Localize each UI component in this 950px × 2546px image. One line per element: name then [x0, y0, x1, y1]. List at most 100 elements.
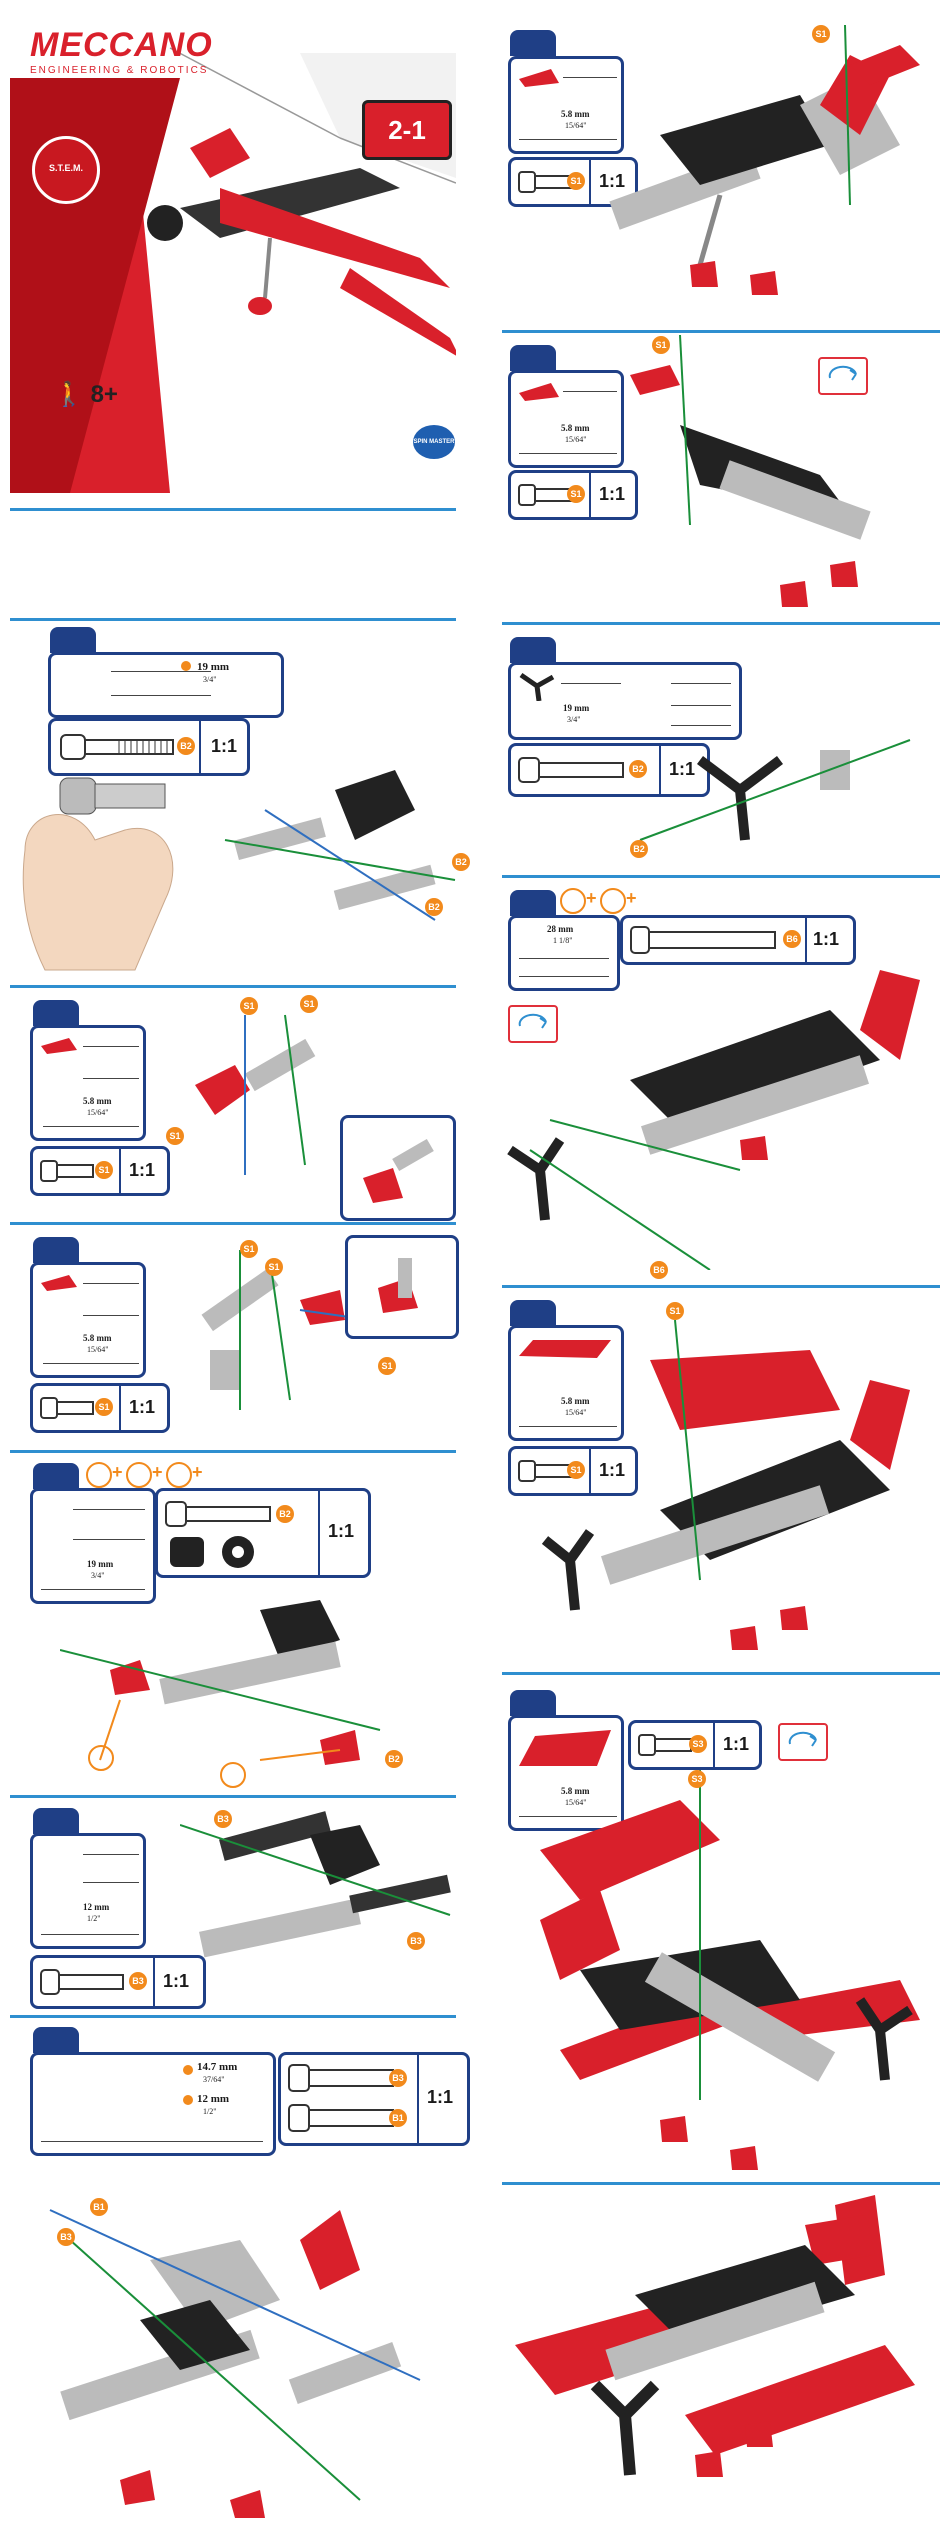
red-bracket-part — [519, 69, 559, 87]
stem-label: S.T.E.M. — [48, 163, 83, 173]
publisher-label: SPIN MASTER — [413, 439, 455, 445]
assembly-diagram — [639, 739, 911, 841]
red-wing-part — [519, 1730, 611, 1766]
scale-ratio: 1:1 — [599, 484, 626, 504]
part-badge — [183, 2095, 193, 2105]
parts-panel: 5.8 mm 15/64" — [30, 1025, 146, 1141]
step-tab — [33, 1237, 79, 1263]
divider — [502, 622, 940, 625]
model-logo: 2-in-12-1 — [362, 100, 452, 160]
measure-19: 19 mm — [563, 703, 590, 713]
quantity-circle — [560, 888, 586, 914]
measure-58-frac: 15/64" — [565, 1408, 587, 1417]
age-badge: 🚶 8+ — [54, 380, 118, 409]
step-tab — [33, 1000, 79, 1026]
parts-panel: 19 mm 3/4" — [48, 652, 284, 718]
scale-ratio: 1:1 — [427, 2087, 454, 2107]
cover-section: MECCANO ENGINEERING & ROBOTICS S.T.E.M. … — [10, 8, 456, 493]
detail-illustration — [363, 1138, 434, 1203]
divider — [10, 1795, 456, 1798]
bolt-icon — [165, 1501, 271, 1527]
measure-14-7: 14.7 mm — [197, 2061, 238, 2073]
scale-panel: B3 1:1 — [30, 1955, 206, 2009]
s1-badge: S1 — [240, 1240, 258, 1258]
age-label: 8+ — [90, 381, 118, 408]
divider — [502, 875, 940, 878]
measure-19-frac: 3/4" — [91, 1571, 105, 1580]
divider — [10, 508, 456, 511]
s1-badge: S1 — [567, 1461, 585, 1479]
b6-badge: B6 — [783, 930, 801, 948]
person-icon: 🚶 — [54, 381, 84, 408]
red-bracket-part — [41, 1275, 77, 1291]
divider — [502, 1672, 940, 1675]
bolt-icon — [40, 1969, 124, 1995]
measure-19-frac: 3/4" — [203, 675, 217, 684]
step-tab — [33, 1808, 79, 1834]
quantity-circle — [86, 1462, 112, 1488]
detail-illustration — [378, 1258, 418, 1313]
measure-12-frac: 1/2" — [87, 1914, 101, 1923]
b3-badge: B3 — [129, 1972, 147, 1990]
scale-ratio: 1:1 — [723, 1734, 750, 1754]
divider — [502, 1285, 940, 1288]
brand-name: MECCANO — [30, 26, 213, 64]
b6-badge: B6 — [650, 1261, 668, 1279]
rotate-model-icon — [508, 1005, 558, 1043]
assembly-diagram — [224, 770, 456, 921]
scale-ratio: 1:1 — [328, 1521, 355, 1541]
divider — [10, 1222, 456, 1225]
brand-tagline: ENGINEERING & ROBOTICS — [30, 65, 209, 76]
scale-panel: B2 1:1 — [508, 743, 710, 797]
measure-58-frac: 15/64" — [87, 1108, 109, 1117]
plus-sign: + — [192, 1462, 203, 1482]
b2-badge: B2 — [276, 1505, 294, 1523]
assembly-diagram — [630, 335, 871, 607]
b1-badge: B1 — [90, 2198, 108, 2216]
quantity-circle — [126, 1462, 152, 1488]
measure-19: 19 mm — [197, 661, 230, 673]
final-model-illustration — [515, 2195, 915, 2477]
bolt-icon — [288, 2064, 394, 2092]
scale-ratio: 1:1 — [599, 171, 626, 191]
cover-art — [10, 47, 456, 493]
parts-panel: 5.8 mm 15/64" — [30, 1262, 146, 1378]
parts-panel: 19 mm 3/4" — [30, 1488, 156, 1604]
plus-sign: + — [586, 888, 597, 908]
quantity-circle — [600, 888, 626, 914]
b3-badge: B3 — [57, 2228, 75, 2246]
bolt-icon — [288, 2104, 394, 2132]
step-tab — [510, 30, 556, 56]
rotate-model-icon — [818, 357, 868, 395]
scale-panel: S3 1:1 — [628, 1720, 762, 1770]
b2-badge: B2 — [385, 1750, 403, 1768]
scale-ratio: 1:1 — [211, 736, 238, 756]
s3-badge: S3 — [689, 1735, 707, 1753]
parts-panel: 5.8 mm 15/64" — [508, 56, 624, 154]
b1-badge: B1 — [389, 2109, 407, 2127]
measure-58: 5.8 mm — [561, 423, 590, 433]
step-tab — [510, 345, 556, 371]
assembly-diagram — [201, 1250, 371, 1410]
scale-panel: B3 B1 1:1 — [278, 2052, 470, 2146]
s1-badge: S1 — [378, 1357, 396, 1375]
s3-badge: S3 — [688, 1770, 706, 1788]
divider — [10, 985, 456, 988]
assembly-diagram — [540, 1770, 920, 2170]
step-tab — [50, 627, 96, 653]
scale-ratio: 1:1 — [813, 929, 840, 949]
parts-panel: 5.8 mm 15/64" — [508, 1715, 624, 1831]
scale-ratio: 1:1 — [669, 759, 696, 779]
s1-badge: S1 — [265, 1258, 283, 1276]
b3-badge: B3 — [389, 2069, 407, 2087]
s1-badge: S1 — [567, 172, 585, 190]
parts-panel: 14.7 mm 37/64" 12 mm 1/2" — [30, 2052, 276, 2156]
measure-58-frac: 15/64" — [565, 1798, 587, 1807]
scale-panel: S1 1:1 — [30, 1146, 170, 1196]
divider — [10, 1450, 456, 1453]
red-wing-part — [519, 1340, 611, 1358]
step-tab — [510, 1690, 556, 1716]
step-tab — [510, 637, 556, 663]
scale-panel: S1 1:1 — [508, 157, 638, 207]
measure-58: 5.8 mm — [561, 109, 590, 119]
